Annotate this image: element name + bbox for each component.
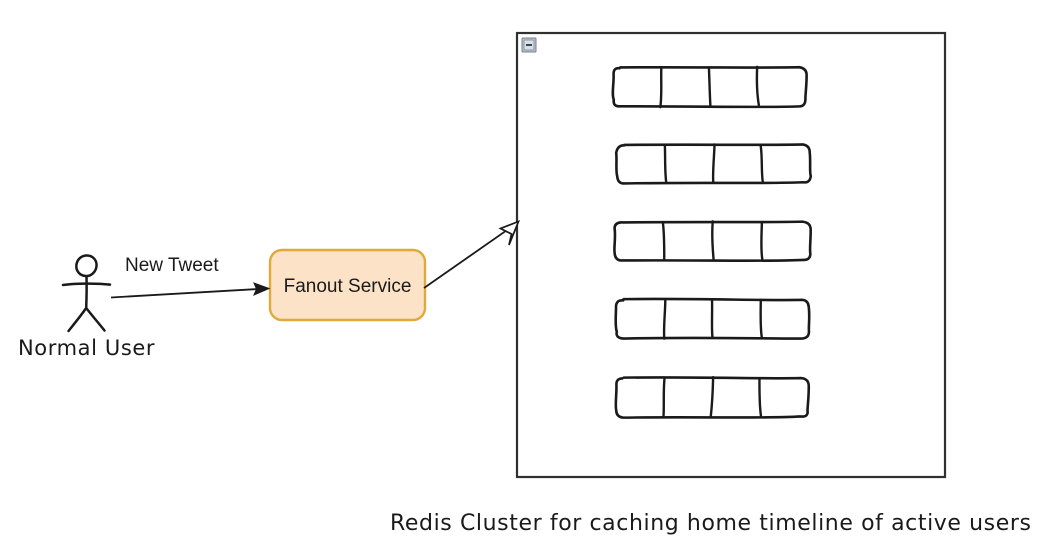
timeline-row[interactable] <box>614 375 811 419</box>
timeline-cell-divider <box>711 143 716 184</box>
timeline-cell-divider <box>758 377 763 418</box>
timeline-cell-divider <box>661 221 666 262</box>
fanout-service-box[interactable] <box>268 248 427 322</box>
edge-fanout-to-redis[interactable] <box>423 219 521 289</box>
edge-fanout-to-redis-line <box>423 227 511 289</box>
timeline-cell-divider <box>663 144 668 184</box>
timeline-cell-divider <box>711 220 715 261</box>
timeline-cell-divider <box>662 376 666 418</box>
actor-right-leg <box>84 306 106 332</box>
actor-label: Normal User <box>18 336 155 360</box>
timeline-row-outline <box>613 220 812 263</box>
timeline-row-outline <box>614 143 813 185</box>
collapse-minus-icon[interactable] <box>521 37 537 53</box>
timeline-cell-divider <box>659 66 663 109</box>
stick-figure-icon[interactable] <box>61 254 112 333</box>
timeline-cell-divider <box>759 298 763 339</box>
timeline-cell-divider <box>755 65 761 107</box>
edge-user-to-fanout-arrowhead <box>253 282 271 296</box>
timeline-row[interactable] <box>614 143 813 185</box>
edge-user-to-fanout[interactable]: New Tweet <box>110 255 271 299</box>
timeline-row-outline <box>614 376 811 419</box>
timeline-cell-divider <box>709 375 715 418</box>
timeline-row[interactable] <box>614 297 811 340</box>
timeline-row-outline <box>611 65 808 109</box>
timeline-cell-divider <box>662 297 667 340</box>
timeline-rows-group <box>611 65 813 419</box>
redis-cluster-container[interactable] <box>515 31 947 479</box>
timeline-cell-divider <box>760 221 764 261</box>
edge-label-new-tweet: New Tweet <box>125 255 219 276</box>
diagram-caption: Redis Cluster for caching home timeline … <box>390 511 1032 536</box>
edge-user-to-fanout-line <box>110 288 259 299</box>
actor-head <box>75 254 98 278</box>
timeline-row[interactable] <box>613 220 812 263</box>
timeline-row-outline <box>614 297 811 340</box>
timeline-row[interactable] <box>611 65 808 109</box>
fanout-service-label: Fanout Service <box>284 276 412 297</box>
edge-fanout-to-redis-arrowhead <box>498 219 521 246</box>
fanout-service-node[interactable]: Fanout Service <box>268 248 427 322</box>
actor-left-leg <box>67 306 88 333</box>
redis-cluster-frame[interactable] <box>515 31 947 479</box>
timeline-cell-divider <box>759 143 765 184</box>
timeline-cell-divider <box>707 66 712 107</box>
